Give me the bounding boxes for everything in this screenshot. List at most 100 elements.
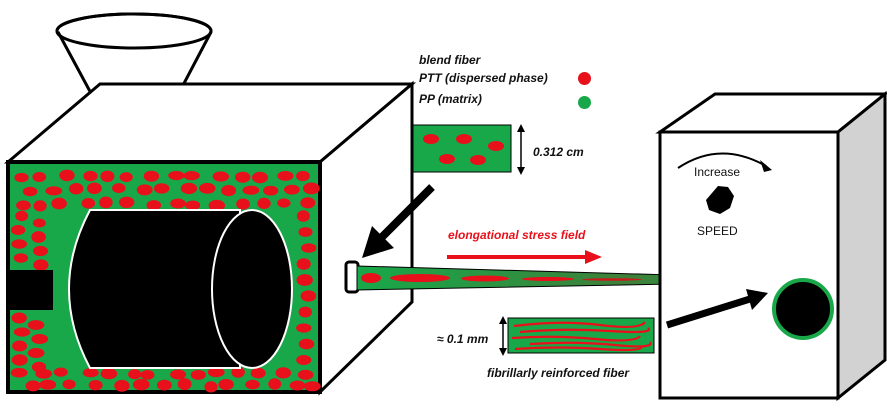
ptt-particle <box>14 172 29 183</box>
ptt-particle <box>208 199 225 212</box>
ptt-particle <box>132 378 150 391</box>
ptt-particle <box>296 274 313 286</box>
ptt-particle <box>300 197 316 209</box>
ptt-particle <box>218 379 234 390</box>
ptt-particle <box>87 182 102 195</box>
ptt-particle <box>13 253 28 263</box>
ptt-particle <box>119 172 133 183</box>
ptt-particle <box>257 197 271 209</box>
feed-arrow <box>362 184 435 258</box>
ptt-particle <box>170 369 187 380</box>
ptt-particle <box>275 367 292 379</box>
ptt-particle <box>13 327 31 337</box>
ptt-particle <box>11 312 27 324</box>
ptt-particle <box>59 169 75 182</box>
ptt-particle <box>250 367 266 379</box>
ptt-particle <box>296 210 310 222</box>
ptt-particle <box>268 378 282 390</box>
ptt-particle <box>32 218 46 228</box>
legend-title: blend fiber <box>419 53 481 67</box>
ptt-particle <box>33 245 48 257</box>
ptt-particle <box>252 171 268 184</box>
ptt-particle <box>99 196 113 209</box>
extruder-box <box>3 80 417 396</box>
ptt-particle <box>10 225 26 235</box>
ptt-particle <box>33 200 47 212</box>
ptt-particle <box>207 367 225 378</box>
ptt-particle <box>303 381 321 392</box>
ptt-particle <box>10 367 28 378</box>
ptt-particle <box>170 198 186 209</box>
ptt-particle <box>31 361 47 373</box>
ptt-particle <box>119 196 135 208</box>
ptt-particle <box>177 378 192 391</box>
ptt-particle <box>69 183 84 195</box>
legend-swatch-ptt <box>578 72 591 85</box>
ptt-particle <box>82 368 99 378</box>
ptt-particle <box>53 367 68 377</box>
blend-size-indicator <box>517 124 525 175</box>
ptt-particle <box>284 184 300 195</box>
stress-field-label: elongational stress field <box>448 228 586 242</box>
ptt-particle <box>231 366 245 378</box>
ptt-particle <box>289 380 306 391</box>
ptt-particle <box>51 197 67 210</box>
ptt-particle <box>298 227 313 237</box>
reinforced-fiber-sample <box>507 317 655 354</box>
ptt-particle <box>277 198 291 208</box>
blend-fiber-size-label: 0.312 cm <box>533 145 584 159</box>
ptt-particle <box>33 259 49 271</box>
ptt-particle <box>12 340 28 352</box>
die-nozzle <box>344 260 360 294</box>
ptt-particle <box>83 170 98 182</box>
legend-swatch-pp <box>578 96 591 109</box>
ptt-particle <box>297 369 314 380</box>
ptt-particle <box>236 198 251 210</box>
legend-label-pp: PP (matrix) <box>419 92 482 106</box>
reinforced-size-label: ≈ 0.1 mm <box>437 332 489 346</box>
ptt-particle <box>298 306 312 318</box>
speed-label: SPEED <box>697 224 738 238</box>
stress-arrow <box>447 250 602 264</box>
ptt-particle <box>25 380 41 392</box>
ptt-particle <box>100 368 118 380</box>
ptt-particle <box>112 183 126 194</box>
ptt-particle <box>81 198 96 209</box>
ptt-particle <box>300 290 317 302</box>
ptt-particle <box>136 184 153 196</box>
ptt-particle <box>296 355 312 365</box>
ptt-particle <box>296 258 311 270</box>
ptt-particle <box>22 186 38 197</box>
ptt-particle <box>27 348 45 358</box>
ptt-particle <box>298 338 315 350</box>
ptt-particle <box>11 354 28 366</box>
ptt-particle <box>11 239 27 249</box>
ptt-particle <box>180 182 198 195</box>
ptt-particle <box>62 379 76 390</box>
ptt-particle <box>212 171 229 182</box>
ptt-particle <box>204 381 218 393</box>
ptt-particle <box>221 185 237 197</box>
ptt-particle <box>27 320 45 330</box>
ptt-particle <box>16 200 31 211</box>
ptt-particle <box>157 379 172 391</box>
increase-label: Increase <box>694 165 741 179</box>
ptt-particle <box>31 334 49 344</box>
ptt-particle <box>199 182 216 194</box>
ptt-particle <box>277 171 294 181</box>
ptt-particle <box>114 379 130 392</box>
ptt-particle <box>143 170 160 182</box>
ptt-particle <box>15 210 29 222</box>
ptt-particle <box>146 200 162 211</box>
ptt-particle <box>263 185 279 196</box>
legend-label-ptt: PTT (dispersed phase) <box>419 71 548 85</box>
ptt-particle <box>140 370 155 380</box>
reinforced-size-indicator <box>499 316 507 356</box>
ptt-particle <box>242 185 260 195</box>
reinforced-fiber-label: fibrillarly reinforced fiber <box>487 366 630 380</box>
ptt-particle <box>296 170 310 182</box>
ptt-particle <box>31 231 46 243</box>
ptt-particle <box>296 323 312 333</box>
ptt-particle <box>301 243 317 253</box>
ptt-particle <box>245 379 260 390</box>
